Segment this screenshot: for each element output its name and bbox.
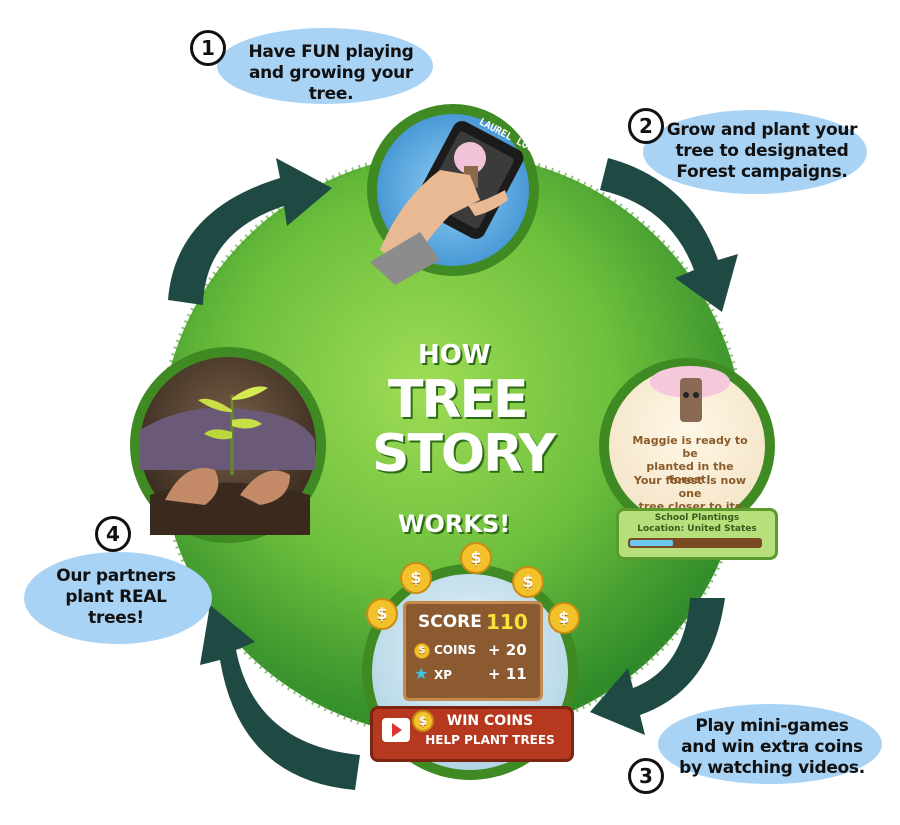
coins-value: + 20 <box>488 641 527 659</box>
title-how: HOW <box>418 340 491 370</box>
step-1-number: 1 <box>190 30 226 66</box>
planting-message-1: Maggie is ready to be planted in the for… <box>628 434 752 486</box>
step-3-line: by watching videos. <box>679 758 865 778</box>
planting-card-circle <box>599 358 775 534</box>
step-2-line: Forest campaigns. <box>676 162 848 182</box>
step-4-text: Our partners plant REAL trees! <box>36 566 196 629</box>
step-4-number: 4 <box>95 516 131 552</box>
step-2-number: 2 <box>628 108 664 144</box>
score-value: 110 <box>486 610 528 634</box>
step-2-text: Grow and plant your tree to designated F… <box>664 120 860 183</box>
step-2-line: tree to designated <box>675 141 849 161</box>
campaign-plaque <box>616 508 778 560</box>
planting-message-line: Your forest is now one <box>633 474 747 500</box>
title-story: STORY <box>372 424 556 484</box>
step-3-line: and win extra coins <box>681 737 863 757</box>
win-coins-label: WIN COINS <box>446 713 534 729</box>
bubble-1 <box>217 28 433 104</box>
coin-icon: $ <box>400 562 432 594</box>
xp-value: + 11 <box>488 665 527 683</box>
phone-photo-circle <box>367 104 539 285</box>
coin-icon: $ <box>460 542 492 574</box>
green-globe <box>160 153 744 737</box>
step-3-line: Play mini-games <box>695 716 849 736</box>
planting-photo-circle <box>130 347 326 543</box>
arrow-4-to-1 <box>168 158 332 305</box>
xp-label: XP <box>434 668 453 682</box>
title-tree: TREE <box>388 370 529 430</box>
step-1-line: Have FUN playing <box>248 42 414 62</box>
campaign-progress-bar <box>628 538 762 548</box>
coins-label: COINS <box>434 643 477 657</box>
step-4-line: plant REAL <box>65 587 167 607</box>
score-label: SCORE <box>418 612 482 632</box>
campaign-location: Location: United States <box>637 524 757 534</box>
cycle-arrows <box>168 158 738 790</box>
star-icon: ★ <box>414 664 429 683</box>
step-3-text: Play mini-games and win extra coins by w… <box>672 716 872 779</box>
bubble-3 <box>658 704 882 784</box>
coin-icon: $ <box>412 710 434 732</box>
campaign-name: School Plantings <box>654 513 740 523</box>
arrow-3-to-4 <box>200 605 360 790</box>
video-play-icon <box>382 718 410 742</box>
help-plant-trees-label: HELP PLANT TREES <box>425 733 555 747</box>
planting-message-line: planted in the forest! <box>646 460 734 486</box>
bubble-4 <box>24 552 212 644</box>
step-1-text: Have FUN playing and growing your tree. <box>236 42 426 105</box>
step-1-line: and growing your tree. <box>248 63 414 104</box>
step-2-line: Grow and plant your <box>666 120 858 140</box>
coin-icon: $ <box>414 643 430 659</box>
arrow-1-to-2 <box>600 158 738 312</box>
step-4-line: trees! <box>88 608 144 628</box>
coin-icon: $ <box>548 602 580 634</box>
planting-message-line: Maggie is ready to be <box>632 434 748 460</box>
arrow-2-to-3 <box>590 598 725 735</box>
title-works: WORKS! <box>398 510 511 538</box>
campaign-progress-fill <box>630 540 673 546</box>
step-4-line: Our partners <box>56 566 176 586</box>
step-3-number: 3 <box>628 758 664 794</box>
coin-icon: $ <box>512 566 544 598</box>
bubble-2 <box>643 110 867 194</box>
coin-icon: $ <box>366 598 398 630</box>
